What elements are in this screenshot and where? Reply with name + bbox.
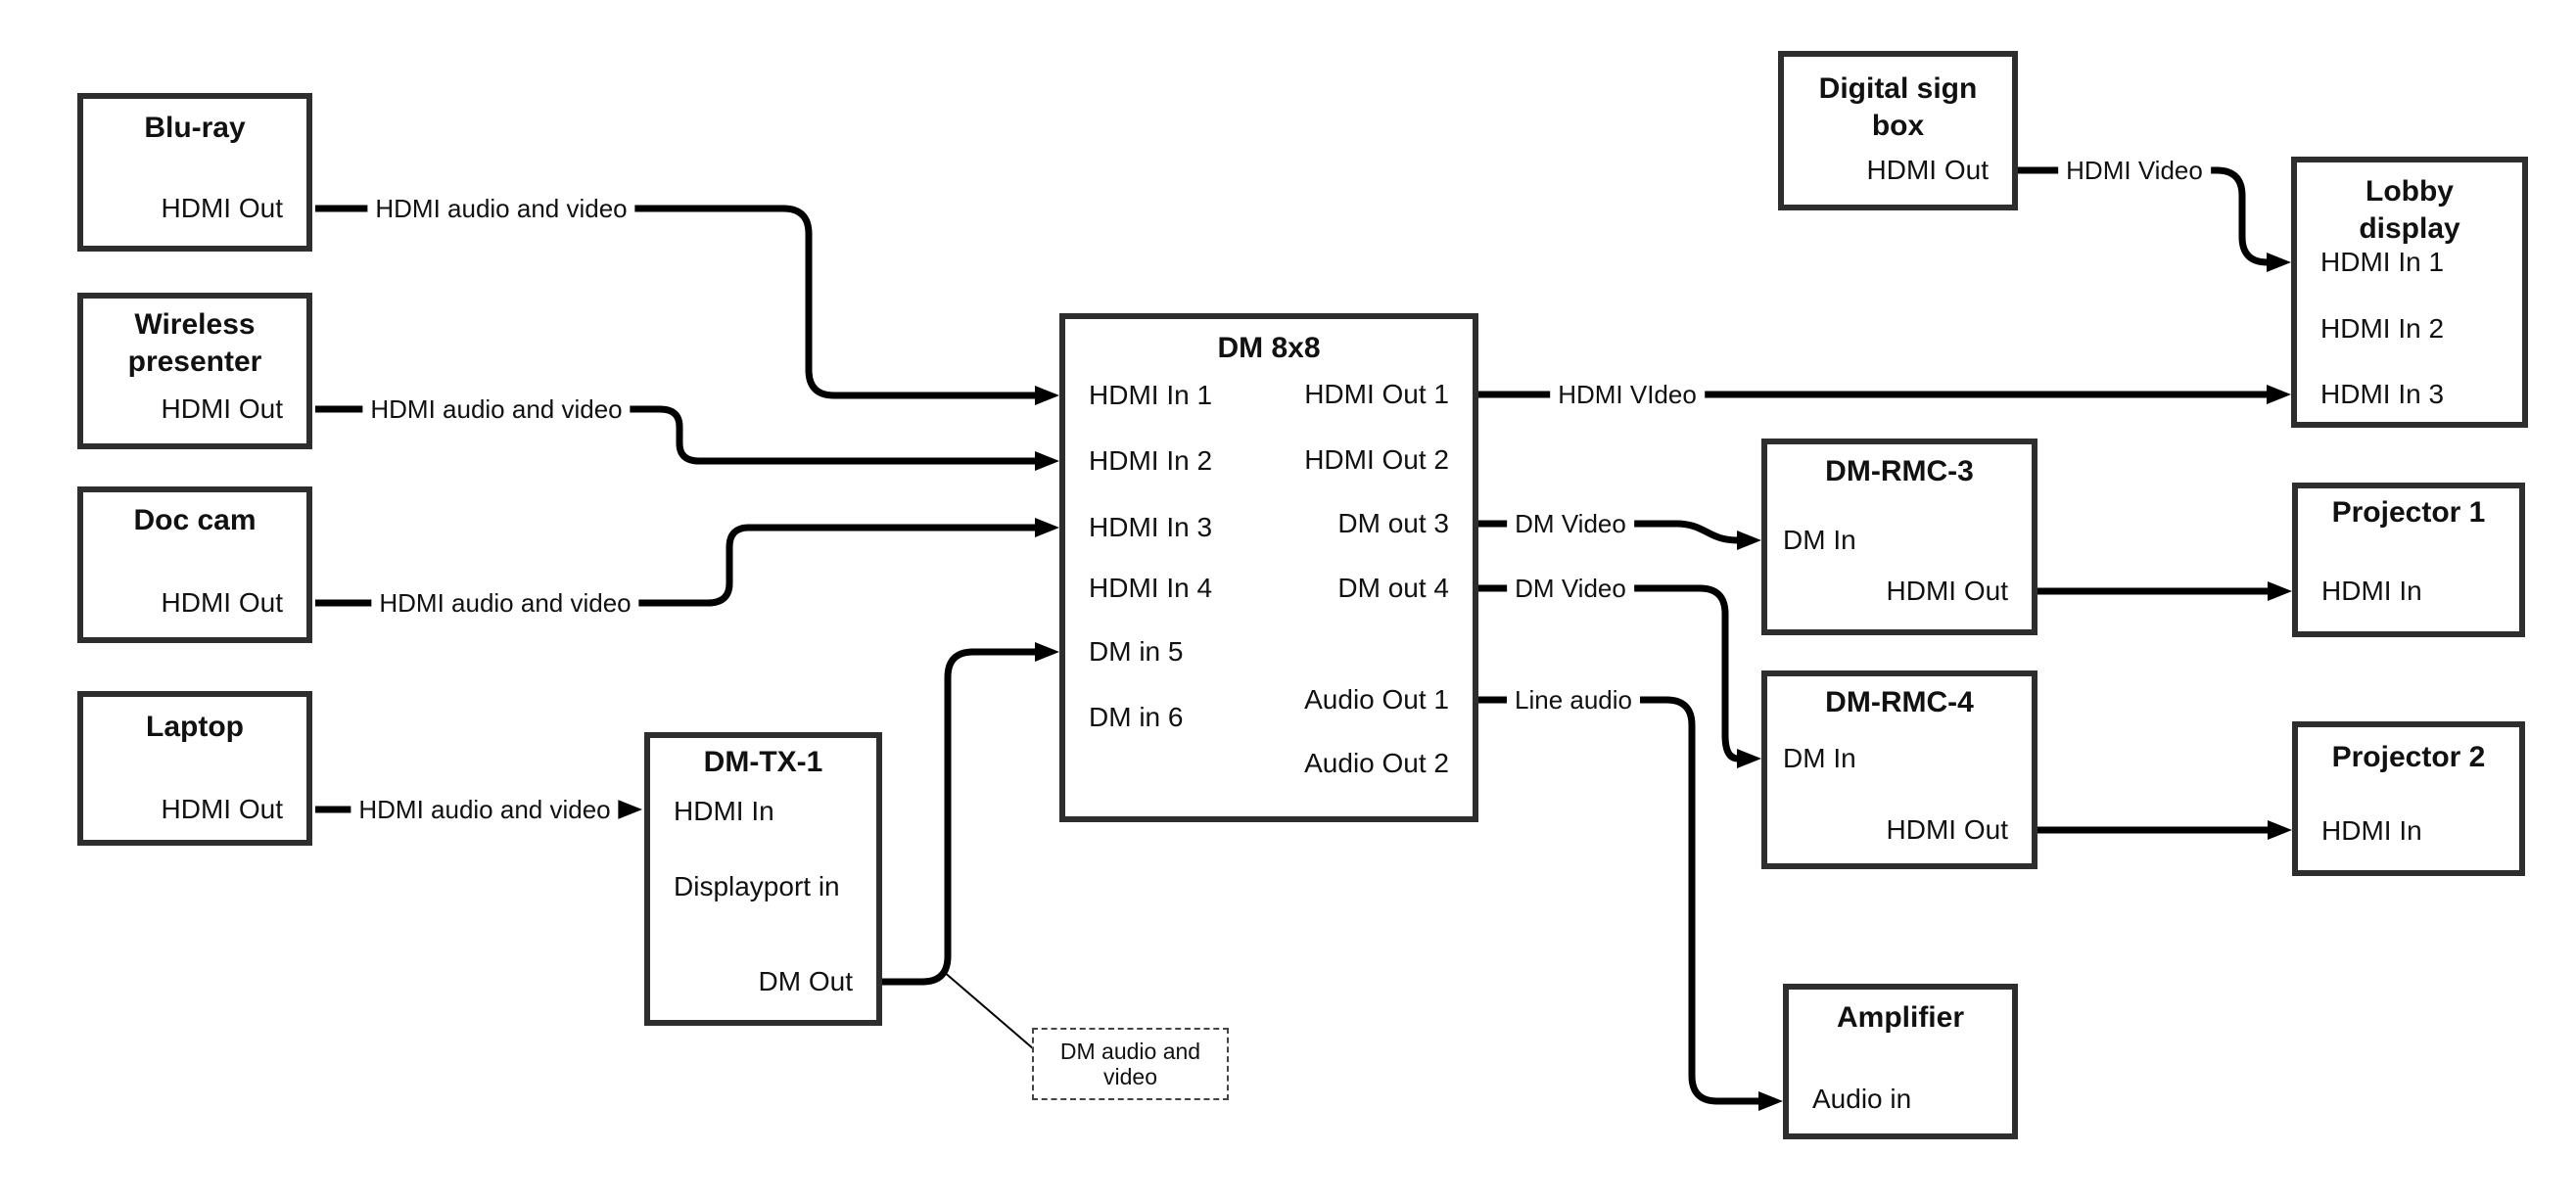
port-dm-in-5: DM in 5	[1089, 636, 1184, 667]
node-digital-sign-box: Digital sign box HDMI Out	[1778, 51, 2018, 210]
node-dm-8x8: DM 8x8 HDMI In 1 HDMI In 2 HDMI In 3 HDM…	[1059, 313, 1478, 822]
edge-label-hdmi-video-out1: HDMI VIdeo	[1550, 380, 1705, 409]
edge-digitalsign-to-lobby-in1	[2018, 166, 2291, 272]
port-audio-out-2: Audio Out 2	[1304, 748, 1449, 778]
edge-label-digitalsign: HDMI Video	[2058, 156, 2211, 185]
edge-label-dm-video-out3: DM Video	[1507, 509, 1634, 538]
title-line-2: presenter	[127, 346, 262, 378]
edge-label-wireless: HDMI audio and video	[362, 394, 631, 424]
node-title: DM-RMC-4	[1825, 686, 1974, 718]
title-line-2: box	[1871, 110, 1925, 142]
port-hdmi-out: HDMI Out	[161, 393, 283, 424]
port-audio-in: Audio in	[1812, 1084, 1912, 1114]
node-projector-1: Projector 1 HDMI In	[2292, 483, 2525, 637]
node-title: Wireless presenter	[87, 306, 303, 381]
port-hdmi-in: HDMI In	[674, 796, 774, 826]
title-line-2: display	[2359, 212, 2460, 245]
port-dm-in: DM In	[1783, 525, 1856, 555]
port-hdmi-in-3: HDMI In 3	[2320, 379, 2445, 409]
port-hdmi-out-2: HDMI Out 2	[1304, 444, 1449, 475]
node-blu-ray: Blu-ray HDMI Out	[77, 93, 312, 252]
edge-dm8x8-aout1-to-amplifier	[1478, 696, 1783, 1111]
port-hdmi-out: HDMI Out	[161, 587, 283, 618]
port-hdmi-out: HDMI Out	[161, 794, 283, 824]
port-hdmi-out: HDMI Out	[1886, 576, 2008, 606]
edge-label-laptop: HDMI audio and video	[351, 795, 619, 824]
port-hdmi-in: HDMI In	[2321, 815, 2422, 846]
title-line-1: Digital sign	[1818, 72, 1978, 105]
node-title: DM-TX-1	[703, 746, 823, 778]
port-hdmi-in-2: HDMI In 2	[2320, 313, 2445, 344]
port-hdmi-in-1: HDMI In 1	[2320, 247, 2445, 277]
port-displayport-in: Displayport in	[674, 871, 840, 901]
port-dm-in: DM In	[1783, 743, 1856, 773]
edge-label-line-audio: Line audio	[1507, 685, 1640, 715]
node-title: Lobby display	[2301, 173, 2518, 248]
node-title: Amplifier	[1836, 1001, 1965, 1034]
edge-wireless-to-dm8x8-in2	[315, 405, 1059, 471]
edge-label-bluray: HDMI audio and video	[367, 194, 635, 223]
node-title: Digital sign box	[1788, 70, 2008, 145]
note-line-2: video	[1103, 1064, 1157, 1089]
edge-label-doccam: HDMI audio and video	[371, 588, 639, 618]
port-hdmi-out-1: HDMI Out 1	[1304, 379, 1449, 409]
node-title: DM 8x8	[1217, 332, 1321, 364]
node-title: Doc cam	[133, 504, 257, 536]
port-hdmi-out: HDMI Out	[1866, 155, 1989, 185]
note-line-1: DM audio and	[1059, 1039, 1201, 1064]
port-hdmi-in-2: HDMI In 2	[1089, 445, 1213, 476]
port-dm-in-6: DM in 6	[1089, 702, 1184, 732]
edge-bluray-to-dm8x8-in1	[315, 205, 1059, 405]
node-lobby-display: Lobby display HDMI In 1 HDMI In 2 HDMI I…	[2291, 157, 2528, 428]
port-audio-out-1: Audio Out 1	[1304, 684, 1449, 715]
port-hdmi-in-4: HDMI In 4	[1089, 573, 1213, 603]
node-dm-rmc-3: DM-RMC-3 DM In HDMI Out	[1761, 439, 2037, 635]
node-dm-tx-1: DM-TX-1 HDMI In Displayport in DM Out	[644, 732, 882, 1026]
port-dm-out-3: DM out 3	[1337, 508, 1449, 538]
port-hdmi-in-3: HDMI In 3	[1089, 512, 1213, 542]
node-laptop: Laptop HDMI Out	[77, 691, 312, 846]
edge-dm8x8-out4-to-dmrmc4-dmin	[1478, 584, 1761, 768]
note-dm-audio-and-video: DM audio and video	[1032, 1028, 1229, 1100]
node-title: Laptop	[146, 711, 244, 743]
port-hdmi-out: HDMI Out	[161, 193, 283, 223]
edge-dmtx1-dmout-to-dm8x8-in5	[882, 642, 1059, 986]
node-amplifier: Amplifier Audio in	[1783, 984, 2018, 1139]
port-hdmi-out: HDMI Out	[1886, 814, 2008, 845]
edge-dm8x8-out3-to-dmrmc3-dmin	[1478, 520, 1761, 550]
port-dm-out: DM Out	[758, 966, 853, 996]
node-wireless-presenter: Wireless presenter HDMI Out	[77, 293, 312, 449]
note-leader-line	[942, 970, 1035, 1050]
port-hdmi-in-1: HDMI In 1	[1089, 380, 1213, 410]
title-line-1: Wireless	[134, 308, 256, 341]
edge-label-dm-video-out4: DM Video	[1507, 574, 1634, 603]
title-line-1: Lobby	[2365, 175, 2454, 208]
node-title: DM-RMC-3	[1825, 455, 1974, 487]
node-projector-2: Projector 2 HDMI In	[2292, 721, 2525, 876]
node-title: Blu-ray	[144, 112, 246, 144]
node-doc-cam: Doc cam HDMI Out	[77, 486, 312, 643]
port-hdmi-in: HDMI In	[2321, 576, 2422, 606]
node-title: Projector 2	[2331, 741, 2486, 773]
node-dm-rmc-4: DM-RMC-4 DM In HDMI Out	[1761, 670, 2037, 869]
port-dm-out-4: DM out 4	[1337, 573, 1449, 603]
edge-doccam-to-dm8x8-in3	[315, 518, 1059, 607]
node-title: Projector 1	[2331, 496, 2486, 529]
